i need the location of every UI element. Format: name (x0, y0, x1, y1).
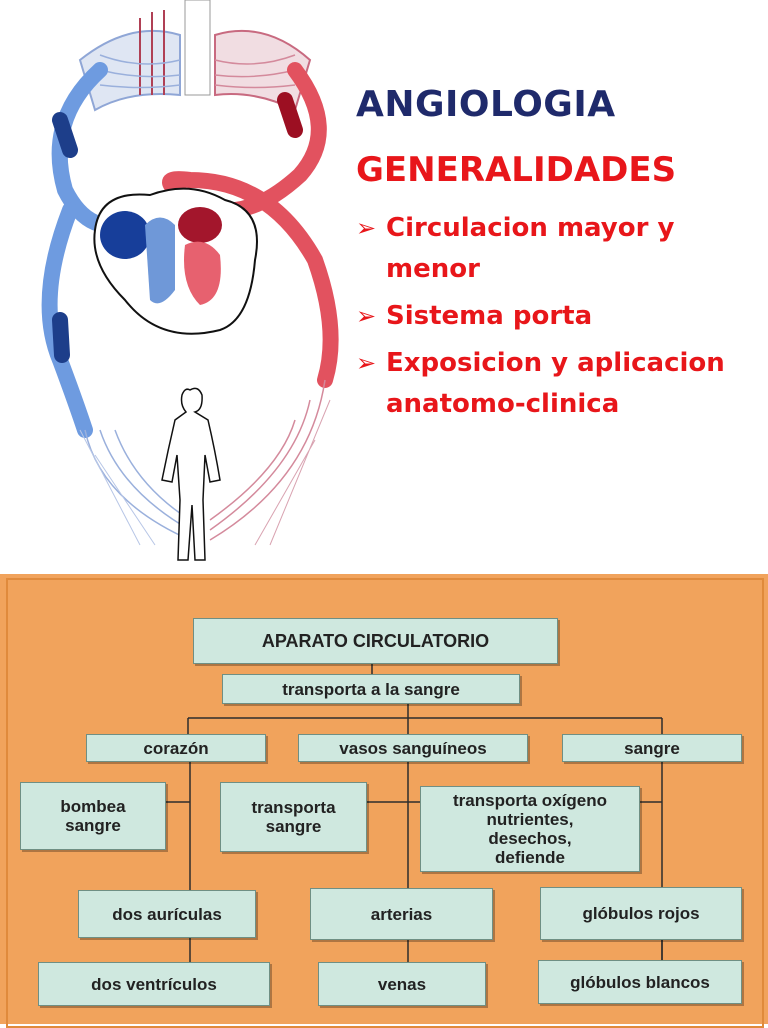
node-aparato-circulatorio: APARATO CIRCULATORIO (193, 618, 558, 664)
human-silhouette-icon (161, 387, 221, 561)
lung-capillaries (78, 0, 312, 112)
node-globulos-blancos: glóbulos blancos (538, 960, 742, 1004)
topic-list: ➢ Circulacion mayor y menor ➢ Sistema po… (356, 208, 756, 431)
page-subtitle: GENERALIDADES (356, 150, 677, 190)
node-transporta-sangre-vasos: transporta sangre (220, 782, 367, 852)
arterial-vessels (162, 62, 339, 388)
node-bombea-sangre: bombea sangre (20, 782, 166, 850)
node-venas: venas (318, 962, 486, 1006)
page-title: ANGIOLOGIA (356, 84, 616, 125)
list-item-label: Sistema porta (386, 301, 593, 331)
node-globulos-rojos: glóbulos rojos (540, 887, 742, 940)
arrow-bullet-icon: ➢ (356, 302, 377, 330)
arrow-bullet-icon: ➢ (356, 214, 377, 242)
concept-map-panel: APARATO CIRCULATORIO transporta a la san… (0, 574, 768, 1028)
node-sangre: sangre (562, 734, 742, 762)
list-item-label: Circulacion mayor y menor (386, 213, 675, 284)
node-dos-ventriculos: dos ventrículos (38, 962, 270, 1006)
circulation-diagram (41, 0, 339, 561)
body-capillaries (79, 379, 331, 546)
list-item: ➢ Sistema porta (356, 296, 756, 337)
node-transporta-sangre: transporta a la sangre (222, 674, 520, 704)
list-item: ➢ Exposicion y aplicacion anatomo-clinic… (356, 343, 756, 425)
node-corazon: corazón (86, 734, 266, 762)
list-item: ➢ Circulacion mayor y menor (356, 208, 756, 290)
list-item-label: Exposicion y aplicacion anatomo-clinica (386, 348, 725, 419)
node-arterias: arterias (310, 888, 493, 940)
arrow-bullet-icon: ➢ (356, 349, 377, 377)
heart (93, 187, 258, 335)
node-dos-auriculas: dos aurículas (78, 890, 256, 938)
node-transporta-oxigeno: transporta oxígeno nutrientes, desechos,… (420, 786, 640, 872)
node-vasos-sanguineos: vasos sanguíneos (298, 734, 528, 762)
